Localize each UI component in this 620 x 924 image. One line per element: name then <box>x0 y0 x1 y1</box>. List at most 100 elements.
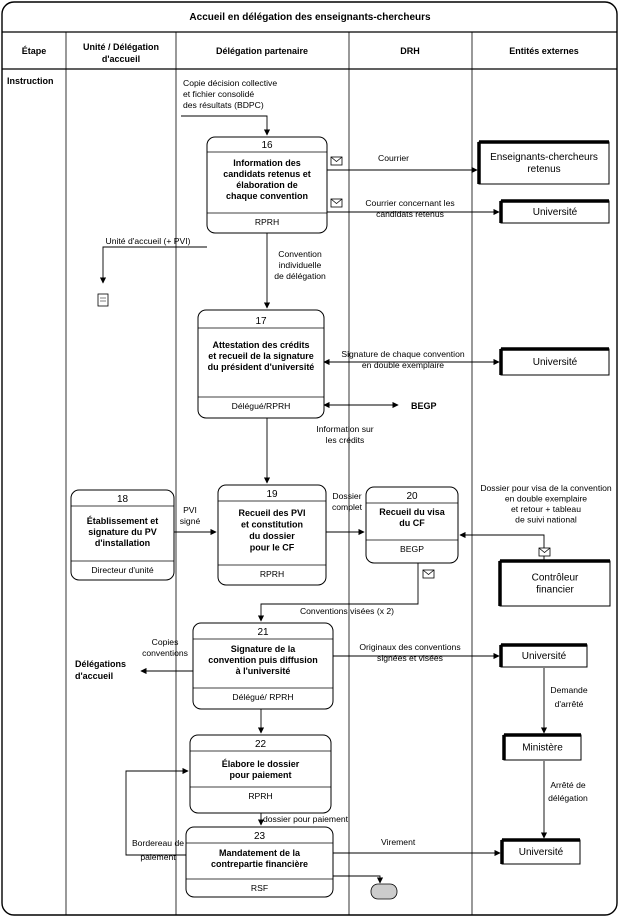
diagram-title: Accueil en délégation des enseignants-ch… <box>189 12 431 23</box>
document-icon-body <box>97 293 109 307</box>
column-header-delegation: Délégation partenaire <box>216 46 308 56</box>
envelope-icon-body <box>538 547 551 557</box>
external-ministere: Ministère <box>502 733 582 761</box>
envelope-icon-flap <box>330 156 343 162</box>
label-bordereau: paiement <box>140 852 176 862</box>
envelope-icon <box>330 156 343 166</box>
flow-unite-accueil <box>99 246 207 284</box>
process-box-title: et recueil de la signature <box>208 351 314 361</box>
external-box-label: retenus <box>527 164 560 175</box>
process-box-title: pour paiement <box>229 770 291 780</box>
label-courrier: Courrier <box>378 153 409 163</box>
end-terminator <box>370 883 398 900</box>
stage-label: Instruction <box>7 76 54 86</box>
process-box-owner: RSF <box>251 883 268 893</box>
process-box-frame <box>217 484 327 586</box>
process-box-title: du dossier <box>249 531 295 541</box>
label-demande-arrete: d'arrêté <box>555 699 584 709</box>
label-originaux: signées et visées <box>377 653 443 663</box>
label-unite-accueil: Unité d'accueil (+ PVI) <box>106 236 191 246</box>
process-box-title: Établissement et <box>87 516 159 526</box>
label-dossier-complet: complet <box>332 502 363 512</box>
label-courrier-candidats: Courrier concernant les <box>365 198 454 208</box>
process-box-owner: Délégué/ RPRH <box>232 692 293 702</box>
column-header-drh: DRH <box>400 46 420 56</box>
label-virement: Virement <box>381 837 416 847</box>
external-box-label: financier <box>536 585 574 596</box>
envelope-icon-body <box>422 569 435 579</box>
process-box-frame <box>189 734 332 814</box>
external-box-label: Ministère <box>522 743 563 754</box>
label-pvi-signe: PVI <box>183 505 197 515</box>
process-box-frame <box>185 826 334 898</box>
label-courrier-candidats: candidats retenus <box>376 209 444 219</box>
external-box-frame <box>500 348 610 376</box>
process-box-owner: Délégué/RPRH <box>232 401 291 411</box>
process-box-title: candidats retenus et <box>223 169 311 179</box>
process-box-title: Information des <box>233 158 301 168</box>
label-dossier-visa: et retour + tableau <box>511 504 581 514</box>
flow-bordereau <box>125 767 189 856</box>
envelope-icon <box>330 198 343 208</box>
label-copie-decision: et fichier consolidé <box>183 89 254 99</box>
label-delegations-accueil: Délégations <box>75 659 126 669</box>
process-box-title: à l'université <box>236 666 291 676</box>
document-icon <box>97 293 109 307</box>
external-box-label: Enseignants-chercheurs <box>490 152 598 163</box>
label-conventions-visees: Conventions visées (x 2) <box>300 606 394 616</box>
process-box-owner: RPRH <box>248 791 272 801</box>
envelope-icon <box>538 547 551 557</box>
process-box-title: pour le CF <box>250 543 295 553</box>
external-box-label: Contrôleur <box>532 573 579 584</box>
label-signature: Signature de chaque convention <box>341 349 464 359</box>
process-box-number: 18 <box>117 494 129 505</box>
label-arrete: Arrêté de <box>550 780 586 790</box>
column-header-etape: Étape <box>22 46 47 56</box>
process-box-number: 22 <box>255 739 267 750</box>
envelope-icon-flap <box>422 569 435 575</box>
flow-conventions-visees <box>257 563 419 622</box>
process-box-frame <box>365 486 459 564</box>
process-box-frame <box>192 622 334 710</box>
envelope-icon-flap <box>330 198 343 204</box>
label-convention-individuelle: de délégation <box>274 271 326 281</box>
external-box-label: Université <box>533 207 578 218</box>
envelope-icon-body <box>330 156 343 166</box>
process-box-title: Signature de la <box>231 644 297 654</box>
label-arrete: délégation <box>548 793 588 803</box>
external-universite-4: Université <box>500 838 581 865</box>
label-convention-individuelle: Convention <box>278 249 322 259</box>
process-box-number: 23 <box>254 831 266 842</box>
process-box-frame <box>70 489 175 581</box>
process-box-title: Mandatement de la <box>219 848 301 858</box>
external-box-label: Université <box>533 357 578 368</box>
label-copies-conventions: conventions <box>142 648 188 658</box>
envelope-icon <box>422 569 435 579</box>
envelope-icon-flap <box>538 547 551 553</box>
process-box-owner: BEGP <box>400 544 424 554</box>
label-info-credits: les crédits <box>326 435 365 445</box>
process-box-number: 19 <box>266 489 278 500</box>
external-box-frame <box>501 839 581 865</box>
process-box-number: 21 <box>257 627 269 638</box>
label-demande-arrete: Demande <box>550 685 587 695</box>
column-header-externes: Entités externes <box>509 46 579 56</box>
label-convention-individuelle: individuelle <box>279 260 322 270</box>
flow-copie-to-16 <box>181 115 271 136</box>
flow-end <box>333 875 384 884</box>
label-copie-decision: des résultats (BDPC) <box>183 100 264 110</box>
external-box-label: Université <box>519 847 564 858</box>
process-box-title: d'installation <box>95 538 150 548</box>
process-box-title: Recueil du visa <box>379 507 446 517</box>
label-dossier-paiement: dossier pour paiement <box>263 814 349 824</box>
process-box-number: 17 <box>255 316 267 327</box>
